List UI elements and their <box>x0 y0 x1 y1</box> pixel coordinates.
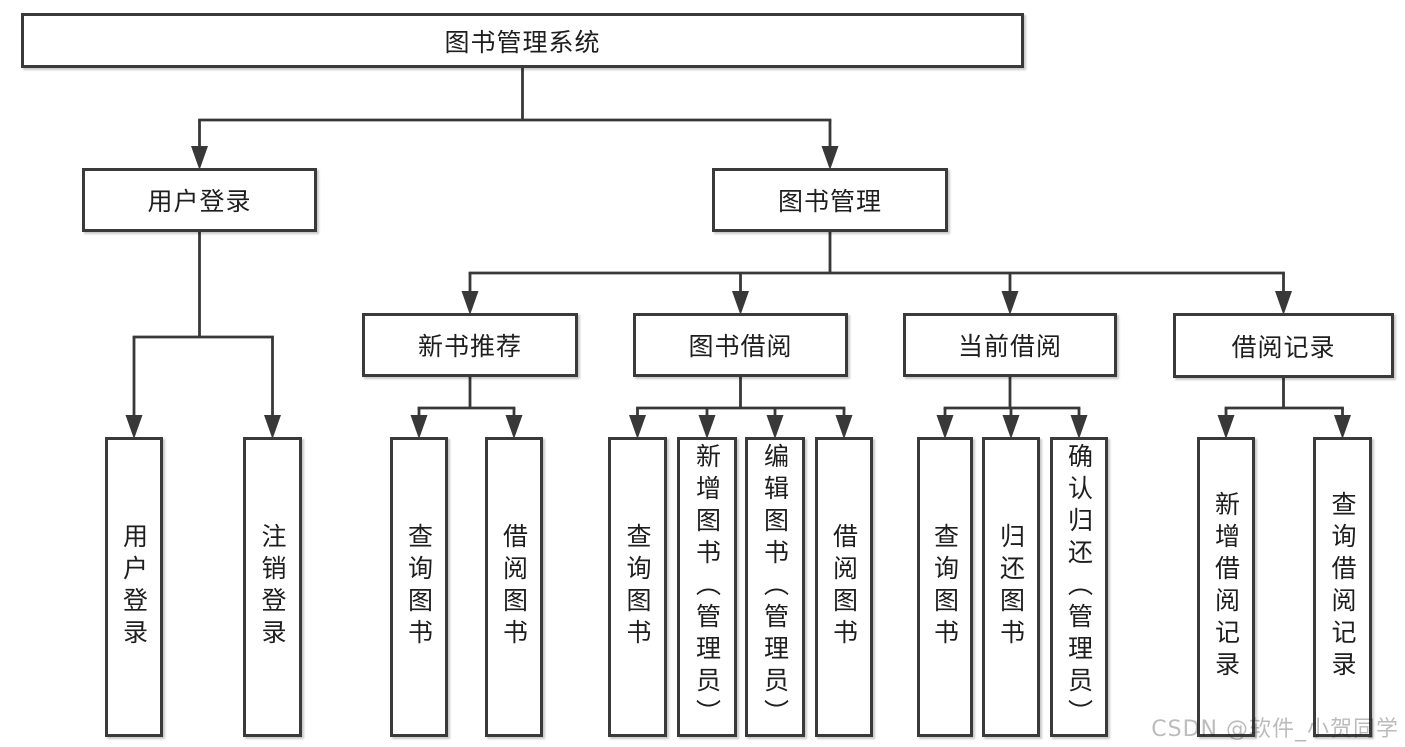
node-label: 用户登录 <box>119 523 149 651</box>
node-label: 借阅记录 <box>1231 332 1336 362</box>
node-label: 查询图书 <box>404 523 434 651</box>
node-leaf-user-login: 用户登录 <box>105 437 163 737</box>
node-cb-return-book: 归还图书 <box>982 437 1040 737</box>
node-bb-query-book: 查询图书 <box>608 437 667 737</box>
node-label: 查询图书 <box>930 523 960 651</box>
node-br-query-record: 查询借阅记录 <box>1313 437 1372 737</box>
node-label: 新增图书（管理员） <box>692 443 722 731</box>
node-label: 图书借阅 <box>688 332 793 361</box>
node-book-borrow: 图书借阅 <box>633 313 848 377</box>
node-label: 借阅图书 <box>499 523 529 651</box>
node-label: 编辑图书（管理员） <box>760 443 790 731</box>
node-cb-confirm-return: 确认归还（管理员） <box>1050 437 1108 737</box>
node-bb-add-book: 新增图书（管理员） <box>677 437 737 737</box>
node-root: 图书管理系统 <box>21 13 1024 68</box>
node-user-login: 用户登录 <box>82 168 317 232</box>
node-leaf-logout: 注销登录 <box>243 437 302 737</box>
node-bb-borrow-book: 借阅图书 <box>815 437 873 737</box>
node-cb-query-book: 查询图书 <box>917 437 973 737</box>
node-current-borrow: 当前借阅 <box>903 313 1117 377</box>
node-label: 注销登录 <box>258 523 287 651</box>
node-label: 用户登录 <box>147 187 252 216</box>
node-label: 借阅图书 <box>829 523 859 651</box>
node-new-book-rec: 新书推荐 <box>362 313 578 377</box>
node-label: 新增借阅记录 <box>1211 491 1241 683</box>
node-label: 新书推荐 <box>417 332 522 361</box>
node-label: 查询借阅记录 <box>1328 491 1357 683</box>
node-borrow-record: 借阅记录 <box>1173 313 1394 378</box>
node-label: 图书管理系统 <box>444 27 601 57</box>
watermark: CSDN @软件_小贺同学 <box>1151 717 1399 742</box>
node-nb-query-book: 查询图书 <box>390 437 448 737</box>
node-br-add-record: 新增借阅记录 <box>1197 437 1255 737</box>
node-label: 确认归还（管理员） <box>1064 443 1094 731</box>
node-label: 当前借阅 <box>957 332 1062 361</box>
node-label: 查询图书 <box>623 523 652 651</box>
node-label: 图书管理 <box>777 187 882 216</box>
node-bb-edit-book: 编辑图书（管理员） <box>745 437 805 737</box>
node-book-mgmt: 图书管理 <box>712 168 948 232</box>
node-nb-borrow-book: 借阅图书 <box>485 437 543 737</box>
node-label: 归还图书 <box>996 523 1026 651</box>
